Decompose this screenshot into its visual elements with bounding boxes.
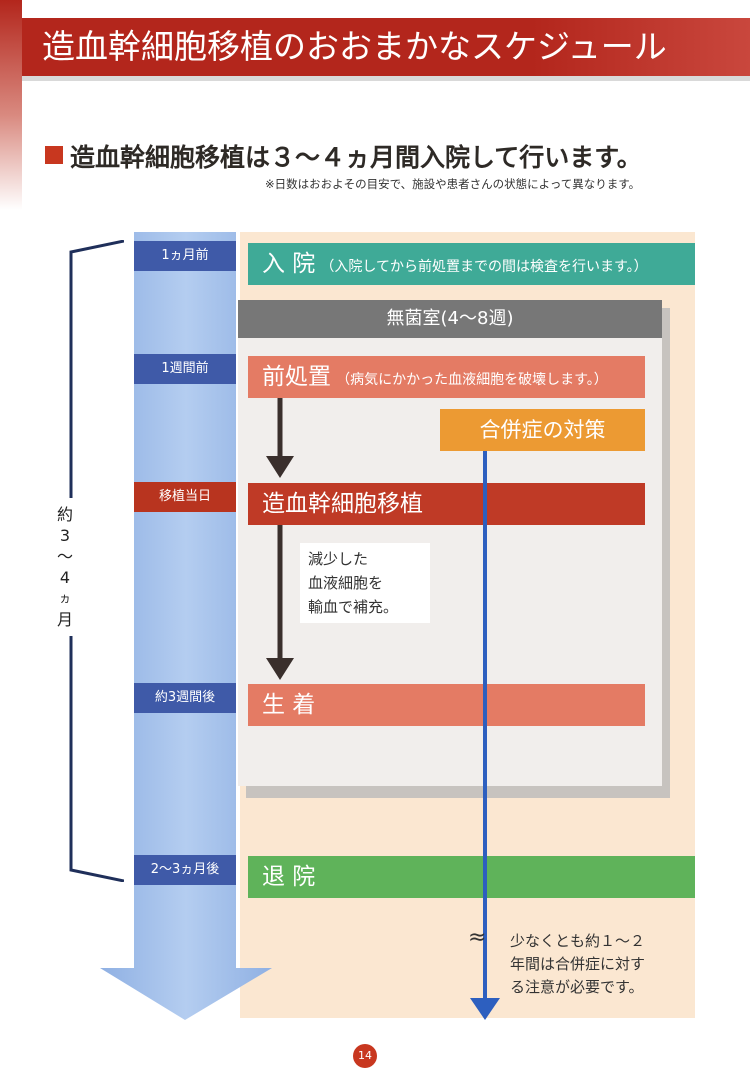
step-complications: 合併症の対策 [440,409,645,451]
step-admission-note: （入院してから前処置までの間は検査を行います。） [320,259,648,275]
header-side-accent [0,0,22,210]
wave-icon: ≈ [468,925,487,950]
step-discharge-title: 退 院 [262,864,316,890]
duration-char: 約 [56,505,73,524]
bullet-square-icon [45,146,63,164]
timeline-arrow [100,232,272,1020]
section-subtitle: 造血幹細胞移植は３～４ヵ月間入院して行います。 [70,143,642,172]
duration-char: 3 [59,526,71,545]
transfusion-line: 減少した [308,550,369,568]
footnote: ※日数はおおよその目安で、施設や患者さんの状態によって異なります。 [265,177,641,191]
sterile-room-header: 無菌室(4〜8週) [238,300,662,338]
step-engraftment-title: 生 着 [262,692,316,718]
duration-char: ヵ [58,591,71,605]
duration-label: 約 3 〜 4 ヵ 月 [52,498,78,636]
step-preconditioning-title: 前処置 [262,364,331,390]
timeline-label-1-month-before: 1ヵ月前 [134,241,236,271]
caution-line: 少なくとも約１～２ [510,932,646,950]
caution-note: 少なくとも約１～２ 年間は合併症に対す る注意が必要です。 [510,930,645,999]
step-preconditioning: 前処置 （病気にかかった血液細胞を破壊します。） [248,356,645,398]
timeline-label-transplant-day: 移植当日 [134,482,236,512]
duration-char: 〜 [56,547,73,566]
caution-line: 年間は合併症に対す [510,955,646,973]
step-transplant: 造血幹細胞移植 [248,483,645,525]
timeline-label-2-3-months-after: 2〜3ヵ月後 [134,855,236,885]
transfusion-note: 減少した 血液細胞を 輸血で補充。 [300,543,430,623]
header-shadow [22,76,750,81]
page-number: 14 [353,1044,377,1068]
page-title: 造血幹細胞移植のおおまかなスケジュール [42,27,667,66]
step-admission: 入 院 （入院してから前処置までの間は検査を行います。） [248,243,695,285]
step-transplant-title: 造血幹細胞移植 [262,491,423,517]
duration-char: 月 [56,610,73,629]
timeline-label-1-week-before: 1週間前 [134,354,236,384]
step-preconditioning-note: （病気にかかった血液細胞を破壊します。） [336,372,608,388]
duration-char: 4 [59,568,71,587]
caution-line: る注意が必要です。 [510,978,644,996]
timeline-label-3-weeks-after: 約3週間後 [134,683,236,713]
header-banner [22,18,750,76]
transfusion-line: 血液細胞を [308,574,384,592]
step-admission-title: 入 院 [262,251,316,277]
step-discharge: 退 院 [248,856,695,898]
step-engraftment: 生 着 [248,684,645,726]
transfusion-line: 輸血で補充。 [308,598,399,616]
